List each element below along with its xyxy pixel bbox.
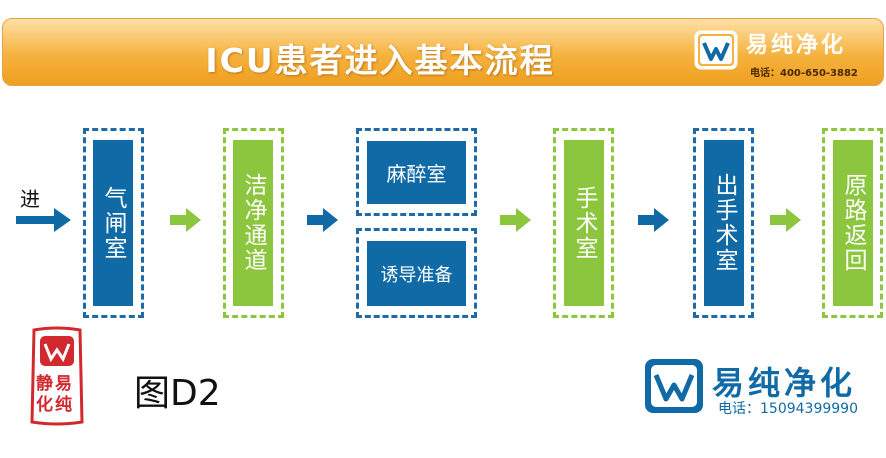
header-brand: 易纯净化 <box>746 33 847 58</box>
step-return-label: 原路返回 <box>840 173 866 273</box>
step-induction-label: 诱导准备 <box>380 264 453 286</box>
arrow-right-icon <box>638 208 669 232</box>
footer-phone: 电话：15094399990 <box>718 401 858 417</box>
header-phone: 电话：400-650-3882 <box>750 68 858 79</box>
step-frame-airlock <box>83 128 144 318</box>
step-frame-induction <box>356 228 477 318</box>
step-airlock: 气闸室 <box>93 140 133 306</box>
arrow-right-icon <box>500 208 531 232</box>
step-frame-return <box>822 128 883 318</box>
step-frame-anesthesia <box>356 128 477 216</box>
step-anesthesia-label: 麻醉室 <box>386 162 447 186</box>
arrow-right-icon <box>770 208 801 232</box>
seal-text: 静易化纯 <box>36 374 74 415</box>
brand-logo-icon <box>694 30 738 70</box>
step-induction: 诱导准备 <box>367 241 466 306</box>
step-clean-corridor: 洁净通道 <box>233 140 273 306</box>
step-operating-room: 手术室 <box>564 140 604 306</box>
step-frame-operating-room <box>553 128 614 318</box>
arrow-right-icon <box>170 208 201 232</box>
seal-stamp-icon <box>30 326 84 426</box>
step-exit-operating-room: 出手术室 <box>704 140 744 306</box>
step-return: 原路返回 <box>833 140 873 306</box>
step-anesthesia: 麻醉室 <box>367 141 466 204</box>
brand-logo-icon <box>645 359 703 413</box>
step-operating-room-label: 手术室 <box>571 185 597 261</box>
step-frame-exit-operating-room <box>693 128 754 318</box>
step-exit-operating-room-label: 出手术室 <box>711 173 737 273</box>
page-title: ICU患者进入基本流程 <box>205 41 555 80</box>
enter-label: 进 <box>20 187 40 211</box>
arrow-right-icon <box>307 208 338 232</box>
figure-label: 图D2 <box>134 373 221 414</box>
step-airlock-label: 气闸室 <box>100 185 126 261</box>
step-frame-clean-corridor <box>223 128 284 318</box>
enter-arrow-icon <box>16 208 71 232</box>
footer-brand: 易纯净化 <box>712 364 857 402</box>
step-clean-corridor-label: 洁净通道 <box>240 173 266 273</box>
